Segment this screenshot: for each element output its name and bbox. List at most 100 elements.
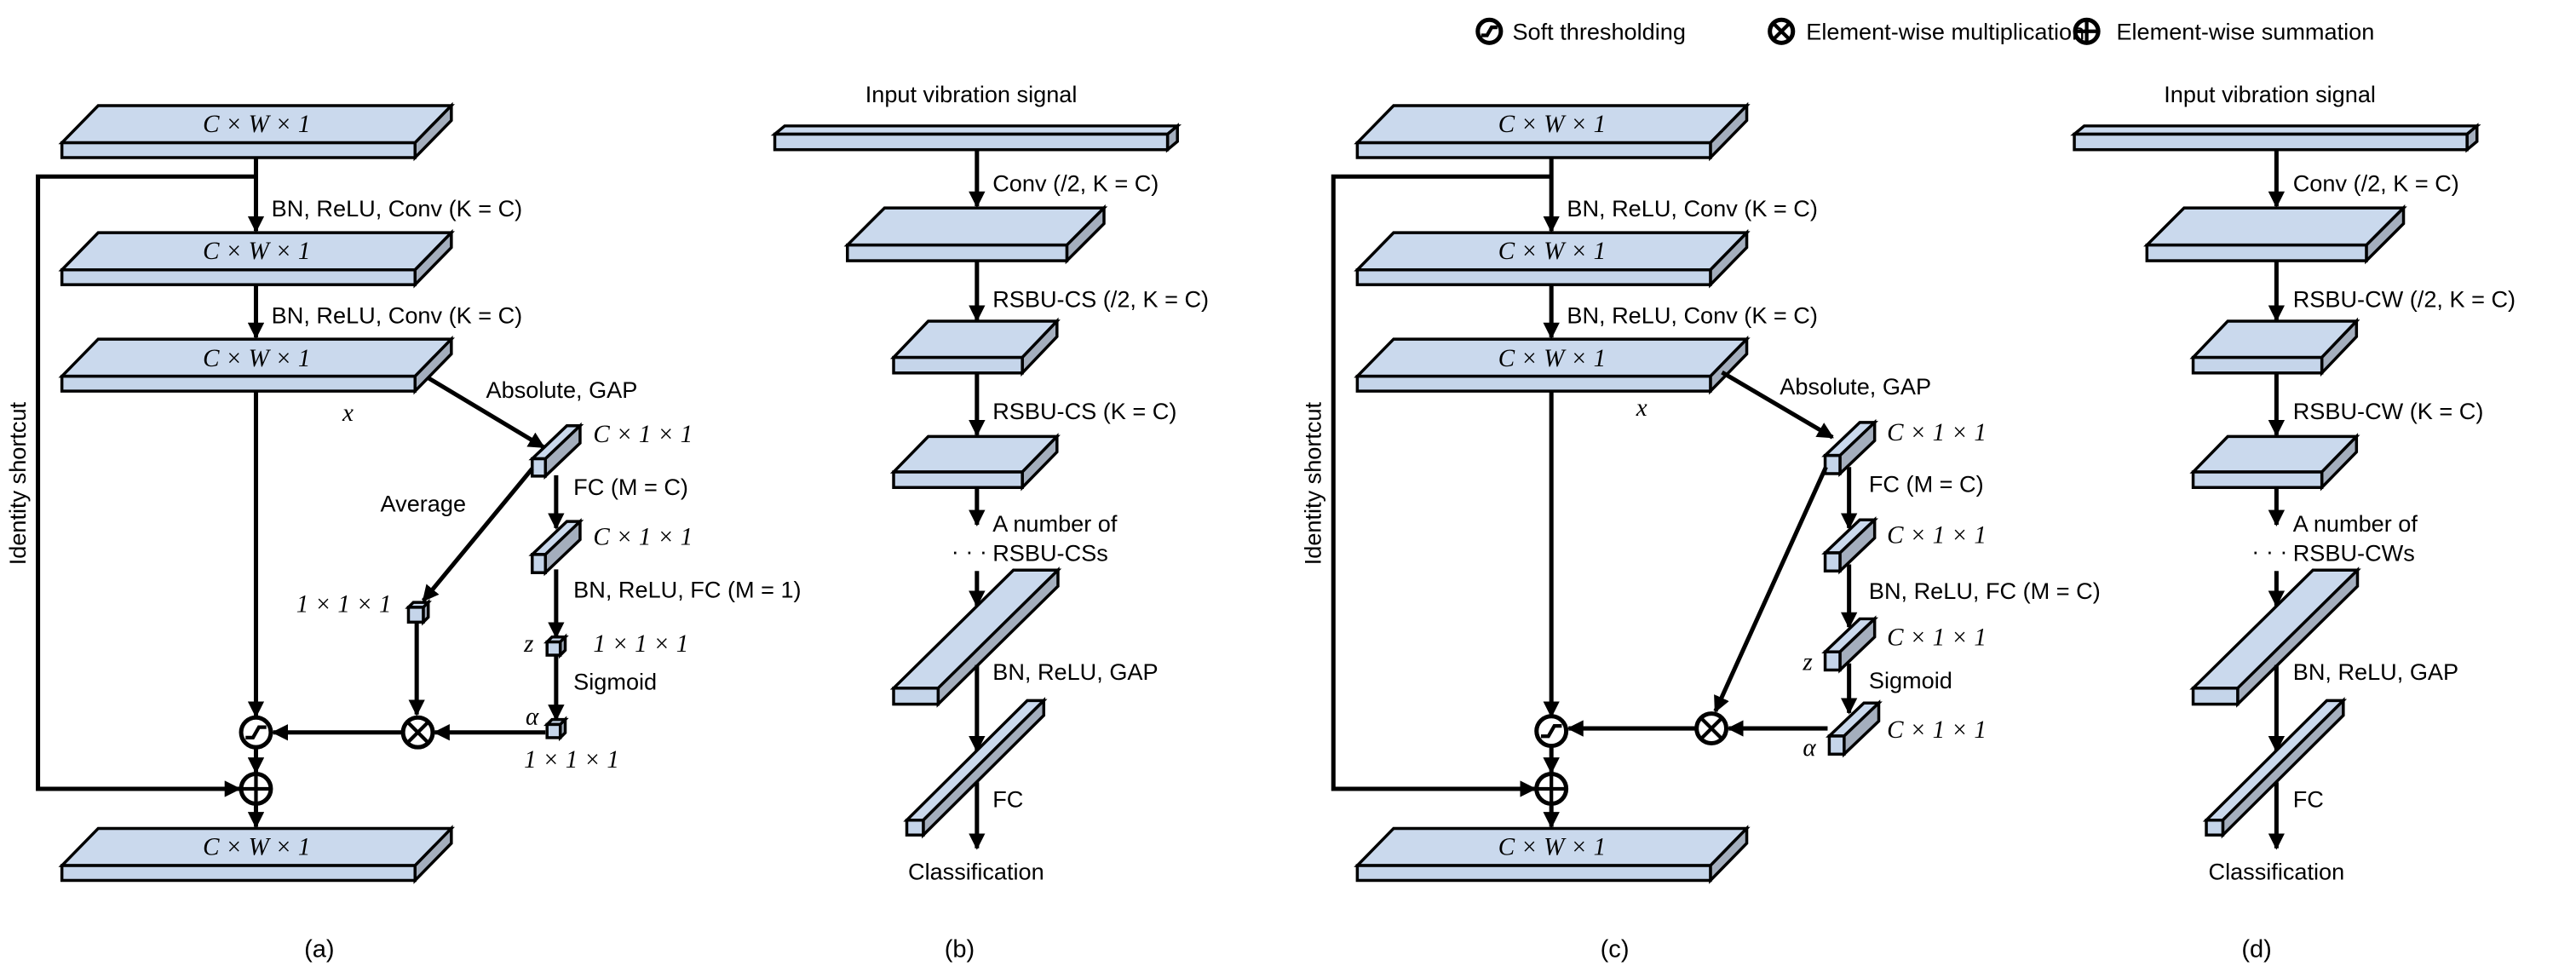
d-fc-bar-side — [2221, 697, 2345, 839]
a-output-slab-front — [60, 864, 417, 883]
cross-mark — [1772, 21, 1791, 41]
unit-label: RSBU-CW (/2, K = C) — [2293, 285, 2516, 312]
legend: Soft thresholding Element-wise multiplic… — [1512, 18, 2374, 44]
d-input-bar-front — [2073, 132, 2469, 152]
plus-mark — [241, 774, 271, 804]
a-conv1-slab-front — [60, 267, 417, 286]
a-average-arrow — [421, 467, 534, 602]
d-conv-slab — [2143, 204, 2407, 265]
d-conv-slab-front — [2145, 243, 2368, 262]
more-label: RSBU-CSs — [992, 540, 1108, 567]
c-abs-gap-arrow — [1721, 370, 1834, 440]
a-conv2-slab — [58, 335, 455, 395]
a-gap-bar — [528, 422, 584, 480]
b-conv-slab — [843, 204, 1108, 265]
d-fc-bar — [2202, 697, 2348, 839]
a-conv2-slab-front — [60, 374, 417, 393]
b-input-bar-front — [773, 132, 1170, 152]
slab-label: C × W × 1 — [203, 111, 310, 138]
plus-mark — [2075, 20, 2099, 43]
dim-label: C × 1 × 1 — [593, 523, 693, 550]
conv-label: BN, ReLU, Conv (K = C) — [272, 195, 523, 221]
slab-label: C × W × 1 — [203, 345, 310, 372]
c-gap-bar — [1821, 418, 1879, 478]
c-conv2-slab — [1354, 335, 1751, 395]
b-gap-slab-front — [892, 687, 940, 706]
a-fc1-bar-front — [531, 553, 548, 574]
dim-label: 1 × 1 × 1 — [524, 746, 619, 774]
d-unit2-slab-front — [2191, 470, 2324, 489]
cross-mark — [405, 720, 430, 745]
d-unit1-slab — [2189, 317, 2360, 377]
d-input-bar — [2070, 123, 2481, 153]
c-fc1-bar-front — [1823, 551, 1842, 573]
ellipsis: · · · — [952, 538, 987, 565]
d-unit1-slab-front — [2191, 355, 2324, 375]
d-gap-slab — [2189, 567, 2361, 708]
a-alpha-cube-front — [545, 722, 562, 739]
alpha-label: α — [1803, 734, 1816, 762]
b-fc-bar-side — [922, 697, 1046, 839]
c-z-bar — [1821, 615, 1879, 674]
sigmoid-label: Sigmoid — [573, 669, 657, 695]
input-label: Input vibration signal — [865, 81, 1078, 107]
a-input-slab-front — [60, 141, 417, 159]
x-label: x — [1636, 394, 1647, 422]
c-input-slab — [1354, 101, 1751, 162]
output-label: Classification — [908, 859, 1044, 885]
fc-label: FC (M = C) — [573, 474, 688, 500]
identity-shortcut-label: Identity shortcut — [4, 401, 31, 565]
input-label: Input vibration signal — [2164, 81, 2376, 107]
unit-label: RSBU-CS (K = C) — [992, 398, 1176, 424]
threshold-mark — [1540, 723, 1562, 739]
soft-thresholding-icon — [1534, 714, 1569, 749]
more-label: A number of — [992, 510, 1118, 537]
c-alpha-bar — [1826, 699, 1883, 758]
caption: (c) — [1601, 936, 1630, 963]
z-label: z — [523, 630, 533, 658]
alpha-label: α — [526, 703, 539, 730]
a-gap-bar-front — [531, 457, 548, 478]
unit-label: RSBU-CS (/2, K = C) — [992, 285, 1209, 312]
d-gap-slab-front — [2191, 687, 2240, 706]
legend-multiplication: Element-wise multiplication — [1806, 18, 2084, 44]
panel-a: C × W × 1 C × W × 1 C × W × 1 C × W × 1 … — [4, 111, 802, 963]
fc-label: FC (M = C) — [1869, 470, 1984, 497]
dim-label: 1 × 1 × 1 — [296, 591, 392, 618]
b-unit2-slab — [889, 433, 1061, 492]
c-conv2-slab-front — [1355, 374, 1712, 393]
element-wise-summation-icon — [2073, 17, 2101, 45]
a-fc1-bar — [528, 518, 584, 577]
slab-label: C × W × 1 — [1498, 238, 1606, 265]
fc-label: FC — [992, 785, 1023, 812]
c-input-slab-front — [1355, 141, 1712, 159]
panel-c: C × W × 1 C × W × 1 C × W × 1 C × W × 1 … — [1300, 111, 2101, 963]
slab-label: C × W × 1 — [203, 833, 310, 860]
slab-label: C × W × 1 — [203, 238, 310, 265]
conv-label: BN, ReLU, Conv (K = C) — [272, 302, 523, 329]
element-wise-multiplication-icon — [400, 715, 435, 750]
output-label: Classification — [2209, 859, 2345, 885]
a-average-cube — [405, 598, 432, 626]
a-input-slab — [58, 101, 455, 162]
conv-label: Conv (/2, K = C) — [2293, 170, 2459, 197]
a-z-cube-front — [545, 640, 562, 657]
dim-label: 1 × 1 × 1 — [593, 630, 688, 658]
abs-gap-label: Absolute, GAP — [1780, 373, 1931, 400]
b-input-bar — [770, 123, 1182, 153]
fc-label: BN, ReLU, FC (M = 1) — [573, 576, 801, 602]
a-average-cube-front — [406, 606, 425, 624]
soft-thresholding-icon — [239, 715, 273, 750]
dim-label: C × 1 × 1 — [1887, 716, 1987, 744]
a-conv1-slab — [58, 228, 455, 289]
c-fc1-bar — [1821, 516, 1879, 575]
b-unit2-slab-front — [892, 470, 1024, 489]
cross-mark — [1699, 716, 1723, 740]
c-output-slab — [1354, 825, 1751, 884]
b-gap-slab — [889, 567, 1062, 708]
element-wise-multiplication-icon — [1694, 711, 1729, 746]
caption: (d) — [2241, 936, 2272, 963]
element-wise-multiplication-icon — [1768, 17, 1796, 45]
element-wise-summation-icon — [239, 772, 273, 806]
